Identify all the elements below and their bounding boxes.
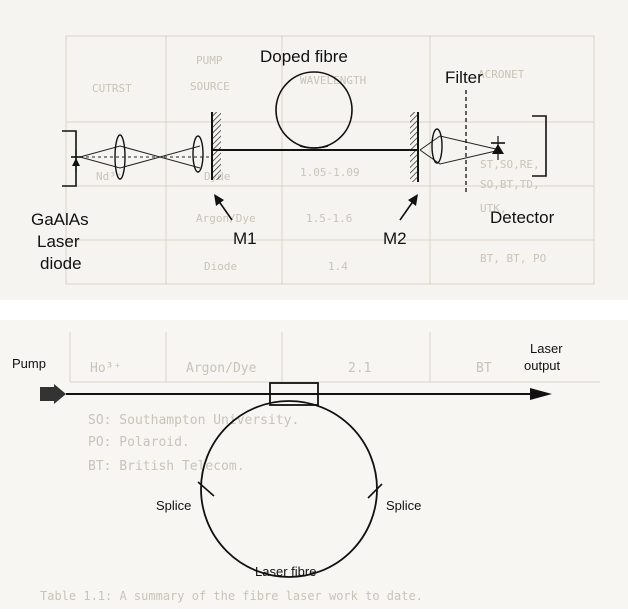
ring-fibre-laser-panel: Ho³⁺ Argon/Dye 2.1 BT SO: Southampton Un… [0, 320, 628, 609]
ghost-text: Ho³⁺ [90, 361, 121, 376]
laser-diode-label-line: diode [40, 254, 82, 273]
background-table-ghost: Ho³⁺ Argon/Dye 2.1 BT SO: Southampton Un… [40, 332, 600, 603]
collimating-lens-icon [114, 134, 126, 180]
laser-output-label-line: output [524, 358, 561, 373]
ghost-text: ST,SO,RE, [480, 158, 540, 171]
ghost-text: SOURCE [190, 80, 230, 93]
input-beam-ray [79, 145, 201, 158]
ghost-text: SO,BT,TD, [480, 178, 540, 191]
fibre-coupler-box [269, 382, 319, 406]
laser-diode-housing [62, 130, 77, 187]
m1-arrow-icon [214, 194, 233, 221]
ghost-text: PUMP [196, 54, 223, 67]
ghost-text: PO: Polaroid. [88, 435, 190, 450]
fibre-laser-test-setup-panel: CUTRST PUMP SOURCE WAVELENGTH ACRONET Nd… [0, 0, 628, 300]
focusing-lens-icon [192, 135, 204, 173]
ghost-text: UTK, [480, 202, 507, 215]
input-beam-ray [79, 156, 201, 169]
output-beam-ray [419, 149, 501, 165]
splice-right-mark [367, 483, 383, 499]
laser-output-label-line: Laser [530, 341, 563, 356]
laser-diode-label-line: GaAlAs [31, 210, 89, 229]
fibre-laser-test-setup-diagram: CUTRST PUMP SOURCE WAVELENGTH ACRONET Nd… [31, 35, 595, 285]
splice-right-label: Splice [386, 498, 421, 513]
mirror-m1-label: M1 [233, 229, 257, 248]
laser-diode-label-line: Laser [37, 232, 80, 251]
ghost-text: BT: British Telecom. [88, 459, 245, 474]
m2-arrow-icon [399, 194, 418, 221]
splice-left-mark [197, 481, 215, 497]
fibre-coil-junction [299, 145, 329, 149]
output-lens-icon [431, 128, 443, 164]
filter-label: Filter [445, 68, 483, 87]
ghost-text: SO: Southampton University. [88, 413, 299, 428]
ghost-text: ACRONET [478, 68, 525, 81]
doped-fibre-label: Doped fibre [260, 47, 348, 66]
ghost-text: Argon/Dye [186, 361, 257, 376]
ring-fibre-laser-diagram: Ho³⁺ Argon/Dye 2.1 BT SO: Southampton Un… [12, 332, 600, 603]
pump-label: Pump [12, 356, 46, 371]
ghost-text: Nd³⁺ [96, 170, 123, 183]
detector-icon [491, 136, 505, 160]
pump-arrow-icon [40, 384, 66, 404]
detector-housing [532, 115, 547, 177]
ghost-text: 1.05-1.09 [300, 166, 360, 179]
detector-label: Detector [490, 208, 555, 227]
ghost-text: BT [476, 361, 492, 376]
laser-diode-icon [71, 150, 81, 172]
ghost-text: 2.1 [348, 361, 371, 376]
ghost-text: 1.5-1.6 [306, 212, 352, 225]
mirror-m2-label: M2 [383, 229, 407, 248]
mirror-m1-icon [211, 112, 221, 180]
ghost-text: Argon/Dye [196, 212, 256, 225]
laser-fibre-label: Laser fibre [255, 564, 316, 579]
ghost-text: Diode [204, 260, 237, 273]
ghost-caption: Table 1.1: A summary of the fibre laser … [40, 589, 423, 603]
laser-output-arrow-icon [530, 388, 552, 400]
background-table-ghost: CUTRST PUMP SOURCE WAVELENGTH ACRONET Nd… [65, 35, 595, 285]
ghost-text: BT, BT, PO [480, 252, 546, 265]
ghost-text: 1.4 [328, 260, 348, 273]
ghost-text: WAVELENGTH [300, 74, 366, 87]
splice-left-label: Splice [156, 498, 191, 513]
mirror-m2-icon [410, 112, 419, 182]
ghost-text: CUTRST [92, 82, 132, 95]
output-beam-ray [419, 135, 501, 151]
